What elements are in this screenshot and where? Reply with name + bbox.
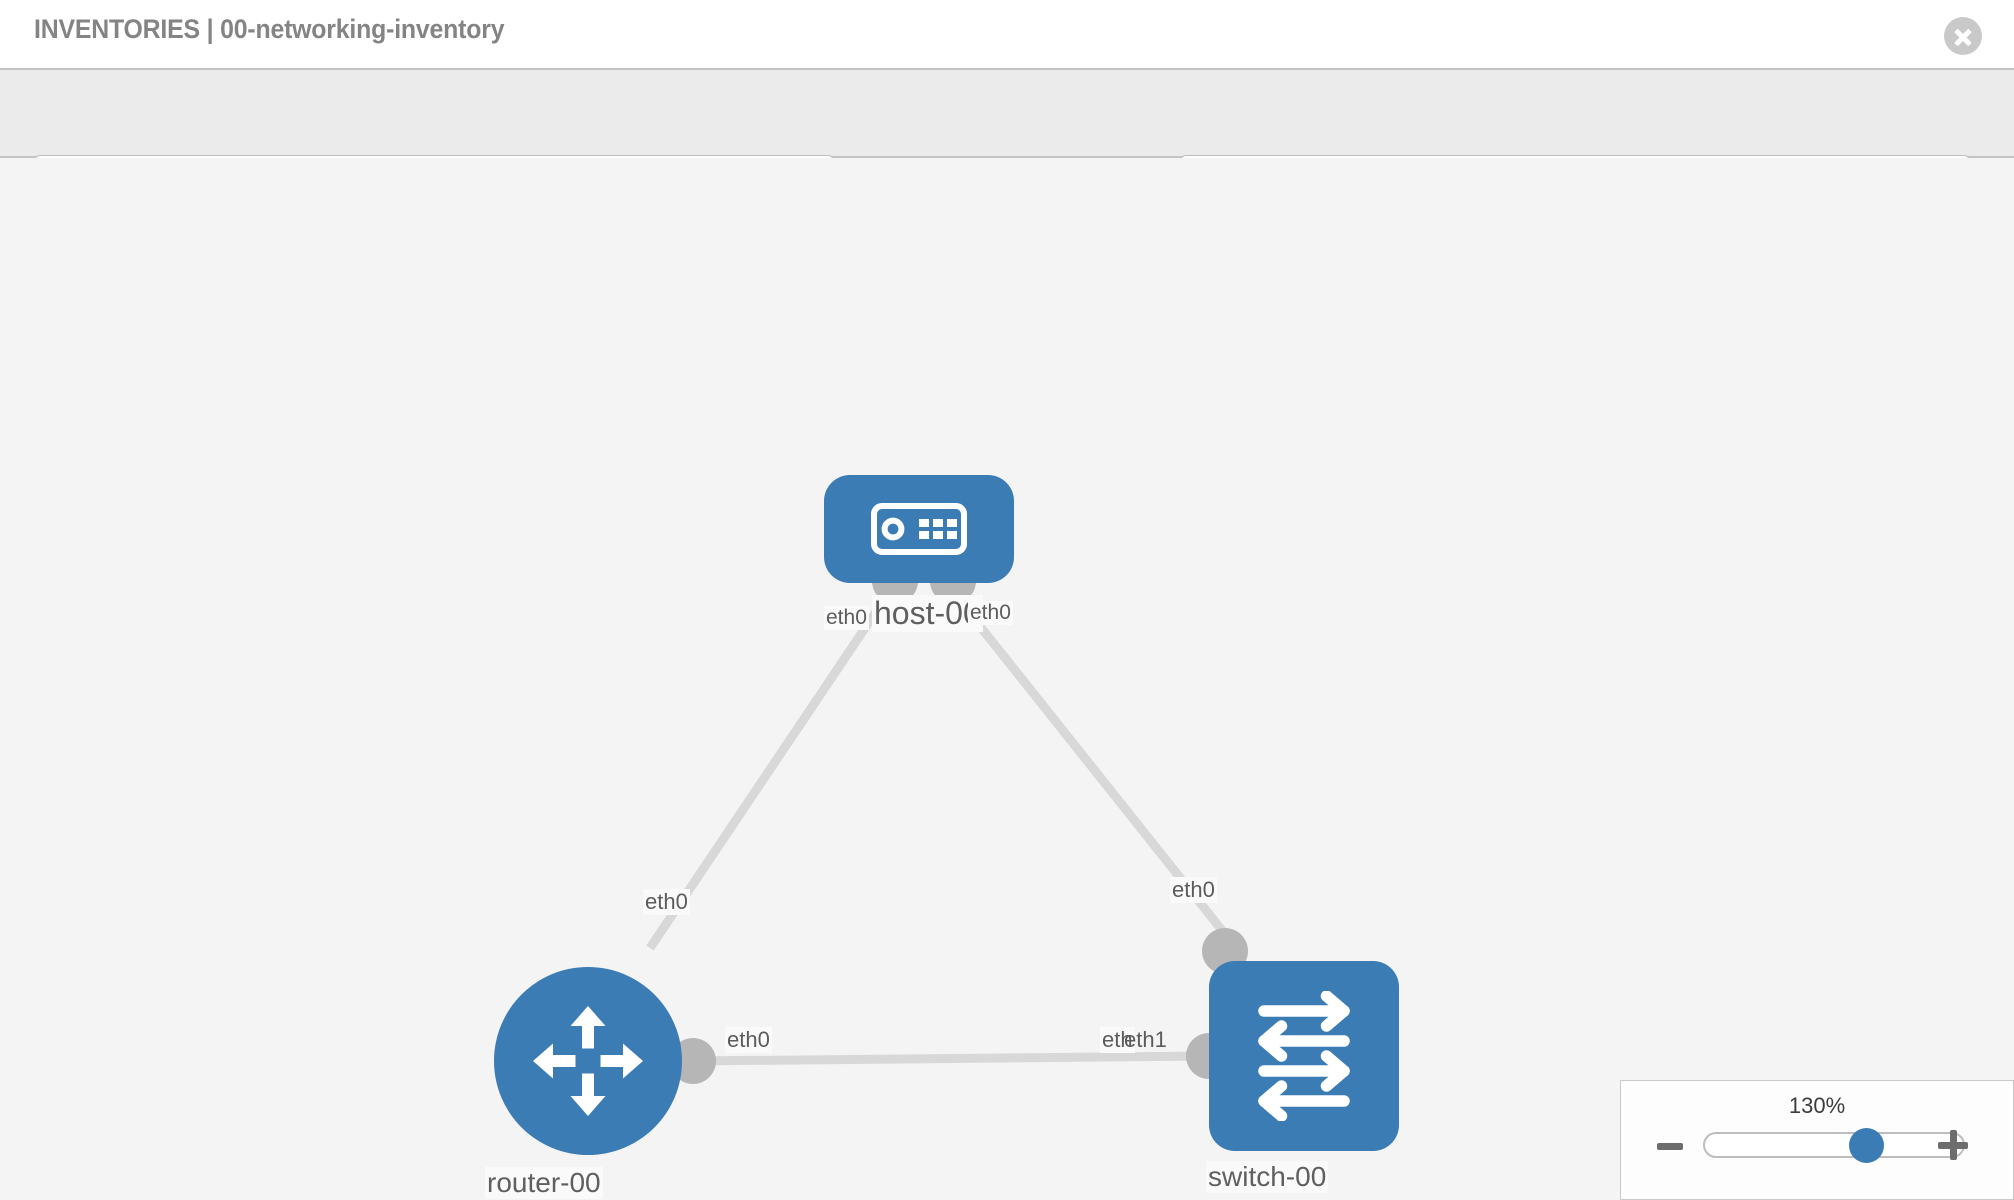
zoom-out-button[interactable] <box>1657 1143 1683 1150</box>
close-icon[interactable] <box>1944 17 1982 55</box>
edge-label-router-horizontal-eth: eth0 <box>725 1027 772 1053</box>
edge-label-switch-horizontal-eth-b: eth1 <box>1124 1027 1167 1052</box>
host-node-shape <box>824 475 1014 583</box>
switch-arrows-icon <box>1258 991 1350 1121</box>
topology-canvas[interactable]: host-00 router-00 <box>0 158 2014 1200</box>
zoom-level-value: 130% <box>1788 1093 1846 1118</box>
toolbar: ACTIONS SEARCH <box>0 68 2014 211</box>
node-label-switch-00: switch-00 <box>1206 1161 1329 1193</box>
server-icon <box>871 503 967 555</box>
zoom-slider-thumb[interactable] <box>1849 1128 1884 1163</box>
page-header: INVENTORIES | 00-networking-inventory <box>0 0 2014 68</box>
topology-edges <box>646 573 1244 1066</box>
node-label-router-00: router-00 <box>485 1167 603 1199</box>
zoom-control-panel: 130% <box>1620 1080 2014 1200</box>
router-arrows-icon <box>533 1006 643 1116</box>
router-node-shape <box>494 967 682 1155</box>
edge-label-router-diagonal-eth: eth0 <box>643 889 690 915</box>
edge-label-switch-horizontal-eth-a: eth <box>1100 1027 1135 1053</box>
page-title: INVENTORIES | 00-networking-inventory <box>34 14 505 44</box>
edge-label-host-right-eth: eth0 <box>968 601 1013 625</box>
zoom-in-button[interactable] <box>1938 1130 1968 1160</box>
node-label-host-00: host-00 <box>872 595 983 632</box>
edge-label-switch-diagonal-eth: eth0 <box>1170 877 1217 903</box>
switch-node-shape <box>1209 961 1399 1151</box>
zoom-slider-track[interactable] <box>1703 1132 1965 1158</box>
edge-label-host-left-eth: eth0 <box>824 606 869 630</box>
